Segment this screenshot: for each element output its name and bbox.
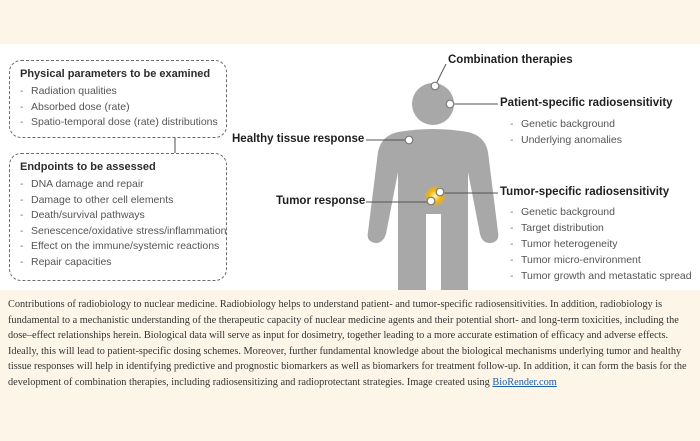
list-item: Tumor heterogeneity [510, 236, 692, 252]
patient-specific-list: Genetic background Underlying anomalies [510, 116, 622, 148]
tumor-response-label: Tumor response [276, 195, 366, 207]
list-item: Tumor growth and metastatic spread [510, 268, 692, 284]
tumor-specific-label: Tumor-specific radiosensitivity [500, 186, 670, 198]
list-item: DNA damage and repair [20, 177, 216, 193]
physical-parameters-box: Physical parameters to be examined Radia… [9, 60, 227, 138]
human-silhouette [367, 83, 499, 290]
patient-specific-label: Patient-specific radiosensitivity [500, 97, 673, 109]
endpoints-title: Endpoints to be assessed [20, 161, 156, 173]
tumor-specific-list: Genetic background Target distribution T… [510, 204, 692, 284]
list-item: Radiation qualities [20, 84, 216, 100]
combination-therapies-label: Combination therapies [448, 54, 573, 66]
marker-healthy [404, 135, 414, 145]
list-item: Tumor micro-environment [510, 252, 692, 268]
caption-text: Contributions of radiobiology to nuclear… [8, 299, 687, 388]
leader-lines [366, 63, 498, 203]
marker-tumor-specific [435, 187, 445, 197]
marker-tumor-response [426, 196, 436, 206]
marker-head [430, 81, 440, 91]
list-item: Senescence/oxidative stress/inflammation [20, 224, 227, 240]
biorender-link[interactable]: BioRender.com [492, 376, 557, 388]
list-item: Target distribution [510, 220, 692, 236]
marker-patient [445, 99, 455, 109]
physical-parameters-list: Radiation qualities Absorbed dose (rate)… [20, 84, 218, 131]
healthy-tissue-label: Healthy tissue response [232, 133, 365, 145]
physical-parameters-title: Physical parameters to be examined [20, 68, 211, 80]
list-item: Underlying anomalies [510, 132, 622, 148]
tumor-glow [424, 185, 446, 207]
list-item: Absorbed dose (rate) [20, 100, 216, 116]
figure-caption: Contributions of radiobiology to nuclear… [8, 297, 696, 391]
list-item: Genetic background [510, 204, 692, 220]
list-item: Death/survival pathways [20, 208, 216, 224]
list-item: Damage to other cell elements [20, 193, 216, 209]
list-item: Effect on the immune/systemic reactions [20, 239, 219, 255]
endpoints-box: Endpoints to be assessed DNA damage and … [9, 153, 227, 281]
endpoints-list: DNA damage and repair Damage to other ce… [20, 177, 227, 271]
list-item: Spatio-temporal dose (rate) distribution… [20, 115, 218, 131]
list-item: Repair capacities [20, 255, 216, 271]
list-item: Genetic background [510, 116, 622, 132]
markers [404, 81, 455, 206]
